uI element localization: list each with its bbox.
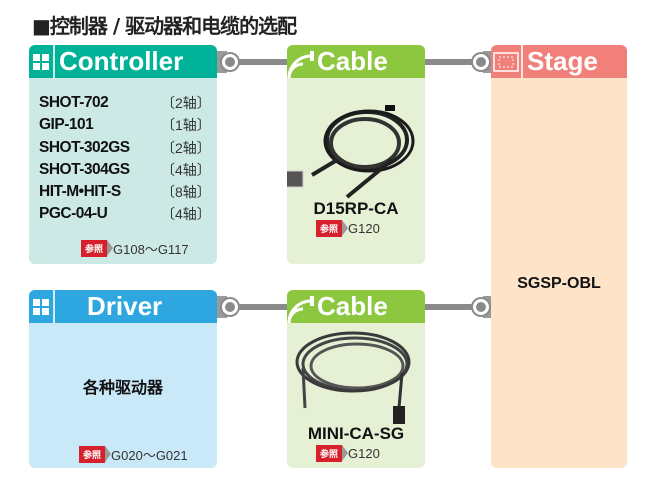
connector-ring — [222, 54, 238, 70]
controller-panel: Controller SHOT-702 〔2轴〕 GIP-101 〔1轴〕 SHOT… — [29, 45, 217, 264]
ref-pages: G120 — [348, 446, 380, 461]
model: HIT-M•HIT-S — [39, 183, 121, 201]
grid-icon — [29, 290, 55, 323]
ref-pages: G020〜G021 — [111, 448, 188, 463]
model: SHOT-302GS — [39, 138, 130, 156]
axes: 〔4轴〕 — [161, 161, 211, 178]
cable-icon — [287, 45, 317, 79]
mini-ca-sg-cable-image — [295, 331, 411, 424]
list-item: SHOT-304GS 〔4轴〕 — [39, 159, 211, 181]
d15rp-ca-cable-image — [287, 105, 415, 199]
model: PGC-04-U — [39, 205, 108, 223]
grid-icon — [29, 45, 55, 78]
page-title: ■控制器 / 驱动器和电缆的选配 — [32, 14, 297, 38]
axes: 〔1轴〕 — [161, 117, 211, 134]
list-item: GIP-101 〔1轴〕 — [39, 114, 211, 136]
ref-tag: 参照 — [81, 240, 114, 257]
axes: 〔2轴〕 — [161, 95, 211, 111]
model: SHOT-304GS — [39, 160, 130, 178]
list-item: SHOT-302GS 〔2轴〕 — [39, 137, 211, 159]
model: SHOT-702 — [39, 94, 109, 111]
ref-tag: 参照 — [79, 446, 112, 463]
connector-line — [425, 304, 491, 310]
stage-panel: Stage SGSP-OBL — [491, 45, 627, 468]
ref-tag: 参照 — [316, 220, 349, 237]
ref-tag: 参照 — [316, 445, 349, 462]
connector-ring — [473, 299, 489, 315]
list-item: SHOT-702 〔2轴〕 — [39, 92, 211, 114]
axes: 〔2轴〕 — [161, 139, 211, 156]
list-item: HIT-M•HIT-S 〔8轴〕 — [39, 181, 211, 203]
controller-label: Controller — [59, 46, 184, 76]
axes: 〔4轴〕 — [161, 206, 211, 223]
stage-name: SGSP-OBL — [517, 275, 601, 292]
connector-ring — [473, 54, 489, 70]
driver-text: 各种驱动器 — [82, 378, 163, 397]
cable-label: Cable — [317, 291, 388, 321]
model: GIP-101 — [39, 116, 94, 134]
cable-icon — [287, 290, 317, 324]
connector-line — [217, 304, 289, 310]
connector-line — [217, 59, 289, 65]
connector-ring — [222, 299, 238, 315]
connector-line — [425, 59, 491, 65]
controller-list: SHOT-702〔2轴〕 GIP-101〔1轴〕 SHOT-302GS〔2轴〕 … — [39, 92, 211, 226]
driver-label: Driver — [87, 291, 163, 321]
cable-label: Cable — [317, 46, 388, 76]
stage-icon — [491, 45, 523, 78]
cable-name: MINI-CA-SG — [307, 424, 405, 443]
stage-label: Stage — [527, 46, 598, 76]
ref-pages: G120 — [348, 221, 380, 236]
list-item: PGC-04-U 〔4轴〕 — [39, 203, 211, 225]
cable-name: D15RP-CA — [313, 199, 399, 218]
ref-pages: G108〜G117 — [113, 242, 189, 257]
axes: 〔8轴〕 — [161, 184, 211, 201]
